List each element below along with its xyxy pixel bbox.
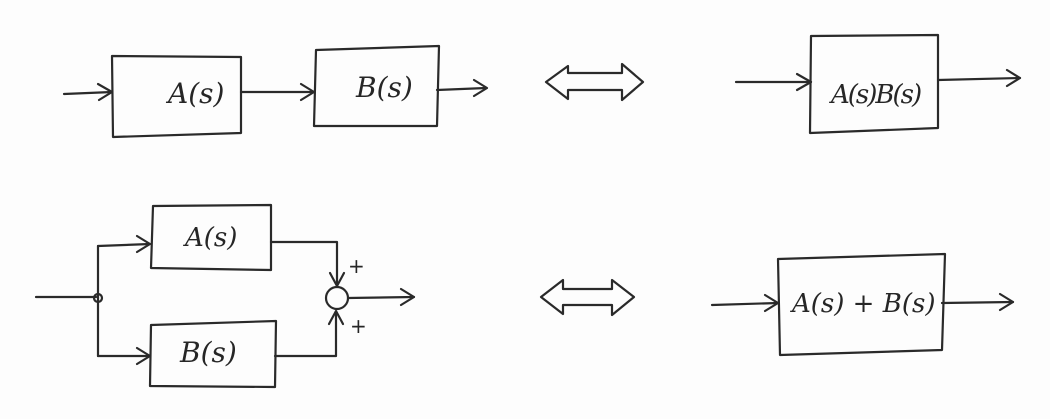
- parallel-block-a-label: A(s): [185, 223, 238, 253]
- block-result-box: [776, 252, 947, 357]
- block-a-box: [149, 203, 273, 272]
- series-result-label: A(s)B(s): [831, 80, 922, 110]
- arrow-icon: [940, 292, 1015, 312]
- parallel-result-diagram: [710, 252, 1015, 357]
- arrow-icon: [96, 234, 152, 254]
- double-headed-arrow-icon: [539, 278, 636, 317]
- series-result-diagram: [734, 33, 1022, 135]
- arrow-icon: [734, 72, 813, 92]
- summing-junction-icon: [324, 285, 350, 311]
- parallel-result-label: A(s) + B(s): [792, 289, 936, 319]
- series-block-b-label: B(s): [356, 71, 413, 104]
- arrow-icon: [936, 68, 1022, 88]
- series-diagram: [62, 44, 489, 139]
- series-block-a-label: A(s): [168, 77, 225, 110]
- arrow-icon: [435, 78, 489, 98]
- arrow-icon: [62, 82, 114, 102]
- parallel-diagram: [34, 203, 416, 389]
- arrow-icon: [346, 287, 416, 307]
- arrow-icon: [239, 82, 316, 102]
- sum-sign-bottom: +: [350, 314, 367, 338]
- arrow-icon: [96, 346, 152, 366]
- arrow-icon: [710, 293, 780, 313]
- parallel-block-b-label: B(s): [180, 336, 237, 369]
- block-b-box: [148, 319, 278, 389]
- sum-sign-top: +: [348, 254, 365, 278]
- double-headed-arrow-icon: [544, 62, 645, 102]
- block-b-box: [312, 44, 441, 128]
- block-a-box: [110, 54, 243, 139]
- block-result-box: [808, 33, 940, 135]
